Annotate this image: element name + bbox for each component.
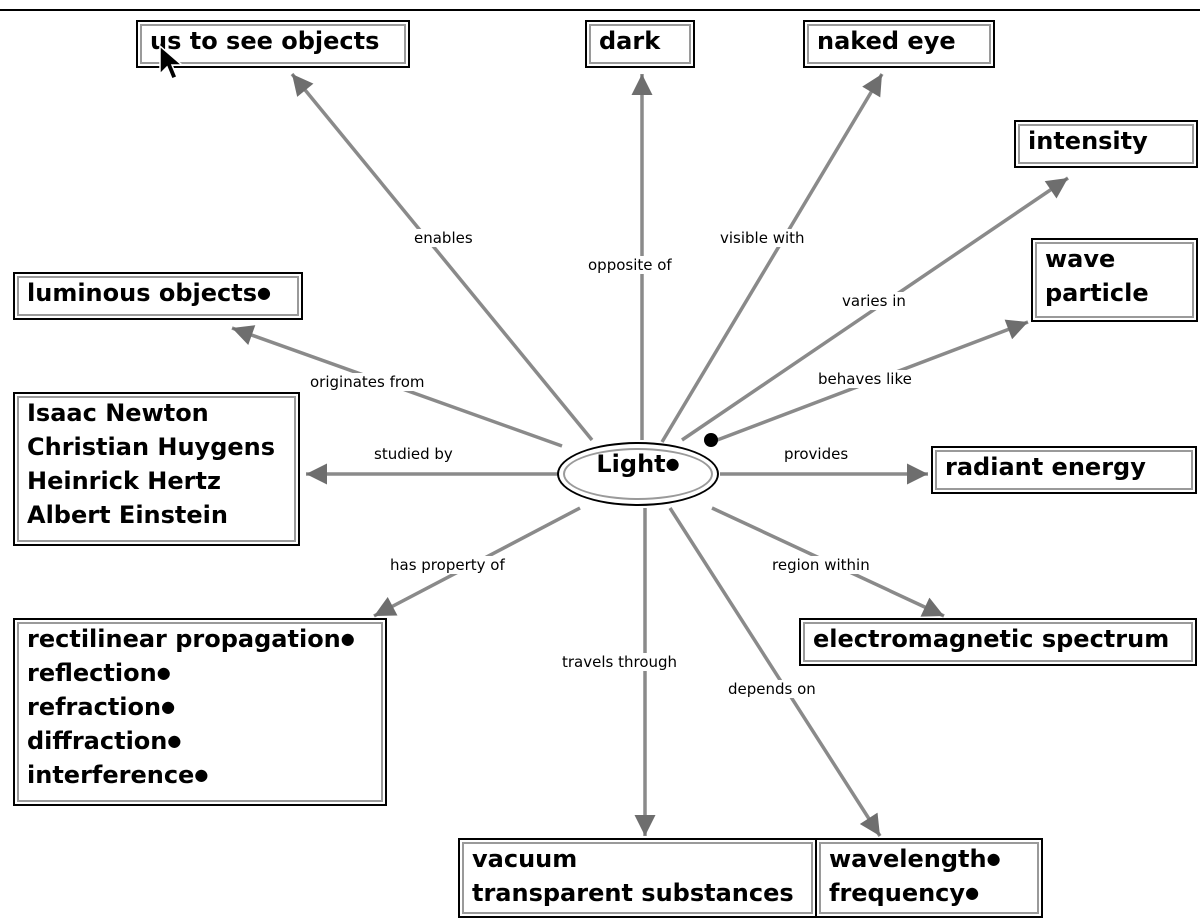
link-label-has-property-of: has property of: [388, 556, 507, 574]
link-depends-on: [668, 507, 882, 837]
concept-line: Isaac Newton: [27, 399, 209, 427]
concept-line: interference: [27, 761, 195, 789]
concept-dark[interactable]: dark: [585, 20, 695, 68]
link-label-originates-from: originates from: [308, 373, 427, 391]
arrow-cursor-icon: [159, 44, 185, 80]
concept-light-marker: ●: [665, 454, 680, 473]
concept-naked-eye[interactable]: naked eye: [803, 20, 995, 68]
concept-text: naked eye: [817, 27, 956, 55]
selection-handle-icon[interactable]: [704, 433, 718, 447]
concept-marker: ●: [161, 697, 176, 716]
concept-text: intensity: [1028, 127, 1148, 155]
link-label-studied-by: studied by: [372, 445, 455, 463]
link-visible-with: [660, 73, 884, 443]
concept-us-to-see-objects[interactable]: us to see objects: [136, 20, 410, 68]
link-label-travels-through: travels through: [560, 653, 680, 671]
concept-media[interactable]: vacuum transparent substances: [458, 838, 817, 918]
concept-light[interactable]: Light●: [557, 442, 719, 506]
concept-wave-particle[interactable]: wave particle: [1031, 238, 1198, 322]
concept-line: Christian Huygens: [27, 433, 276, 461]
concept-line: refraction: [27, 693, 162, 721]
link-label-depends-on: depends on: [726, 680, 818, 698]
concept-properties[interactable]: rectilinear propagation● reflection● ref…: [13, 618, 387, 806]
concept-line: frequency: [829, 879, 966, 907]
concept-wavelength-frequency[interactable]: wavelength● frequency●: [815, 838, 1043, 918]
link-enables: [290, 72, 594, 442]
concept-line: wavelength: [829, 845, 987, 873]
concept-line: reflection: [27, 659, 157, 687]
concept-line: wave: [1045, 245, 1116, 273]
concept-text: dark: [599, 27, 661, 55]
concept-line: vacuum: [472, 845, 578, 873]
concept-line: Albert Einstein: [27, 501, 228, 529]
concept-marker: ●: [986, 849, 1001, 868]
concept-intensity[interactable]: intensity: [1014, 120, 1198, 168]
concept-marker: ●: [167, 731, 182, 750]
link-label-varies-in: varies in: [840, 292, 908, 310]
concept-marker: ●: [965, 883, 980, 902]
concept-line: rectilinear propagation: [27, 625, 341, 653]
concept-text: radiant energy: [945, 453, 1146, 481]
concept-electromagnetic-spectrum[interactable]: electromagnetic spectrum: [799, 618, 1197, 666]
concept-luminous-objects[interactable]: luminous objects●: [13, 272, 303, 320]
concept-line: diffraction: [27, 727, 168, 755]
concept-text: luminous objects: [27, 279, 258, 307]
concept-marker: ●: [340, 629, 355, 648]
link-label-visible-with: visible with: [718, 229, 807, 247]
top-border-line: [0, 9, 1200, 11]
link-label-provides: provides: [782, 445, 851, 463]
concept-text: electromagnetic spectrum: [813, 625, 1170, 653]
link-label-region-within: region within: [770, 556, 872, 574]
link-label-behaves-like: behaves like: [816, 370, 914, 388]
concept-marker: ●: [194, 765, 209, 784]
link-label-opposite-of: opposite of: [586, 256, 674, 274]
concept-marker: ●: [257, 283, 271, 302]
concept-radiant-energy[interactable]: radiant energy: [931, 446, 1197, 494]
concept-line: transparent substances: [472, 879, 794, 907]
concept-line: Heinrick Hertz: [27, 467, 221, 495]
concept-marker: ●: [156, 663, 171, 682]
concept-text: us to see objects: [150, 27, 380, 55]
concept-line: particle: [1045, 279, 1149, 307]
concept-scientists[interactable]: Isaac Newton Christian Huygens Heinrick …: [13, 392, 300, 546]
link-label-enables: enables: [412, 229, 475, 247]
concept-light-label: Light: [596, 450, 666, 478]
